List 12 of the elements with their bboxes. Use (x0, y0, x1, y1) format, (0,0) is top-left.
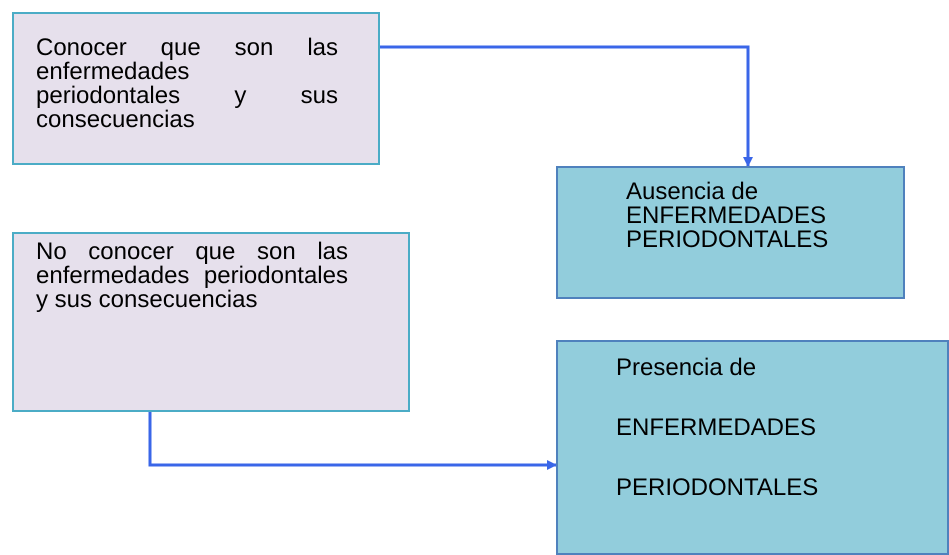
cause-box (12, 12, 380, 165)
box-text: Ausencia de ENFERMEDADES PERIODONTALES (626, 180, 830, 252)
effect-box (556, 166, 905, 299)
box-text: ENFERMEDADES (616, 416, 818, 440)
box-text: PERIODONTALES (616, 476, 820, 500)
box-text: No conocer que son las enfermedades periodontales y sus consecuencias (36, 240, 348, 312)
box-text: Presencia de (616, 356, 758, 380)
cause-box (12, 232, 410, 412)
effect-box (556, 340, 949, 555)
connector-arrow (380, 46, 753, 167)
box-text: Conocer que son las enfermedades periodontales y sus consecuencias (36, 36, 338, 132)
connector-arrow (148, 412, 557, 470)
